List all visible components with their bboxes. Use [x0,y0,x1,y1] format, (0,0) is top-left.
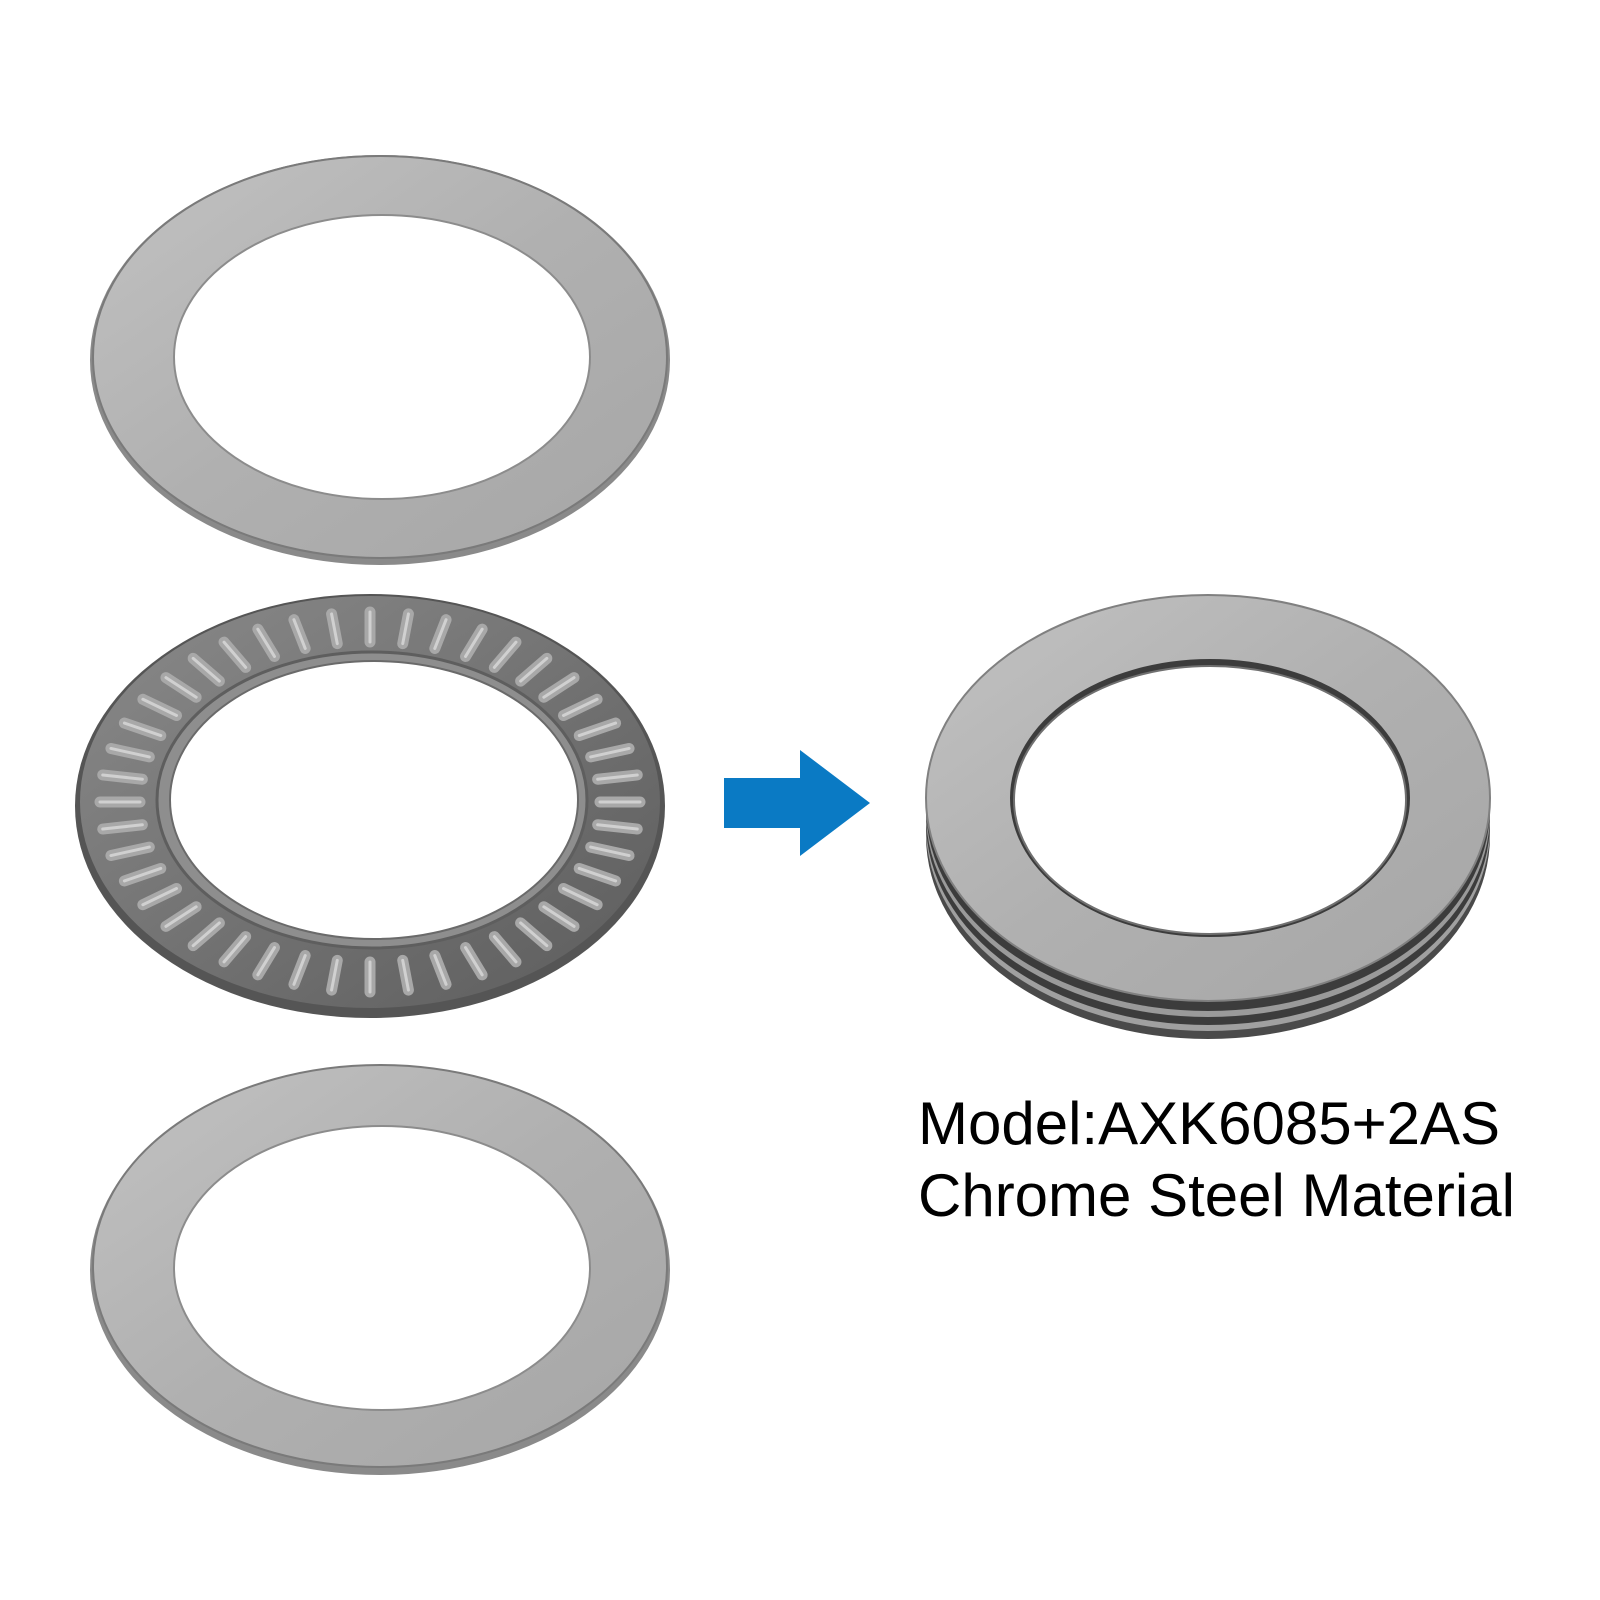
needle-roller-highlight [596,823,639,831]
needle-roller-highlight [589,845,631,858]
needle-roller-highlight [561,887,599,907]
needle-roller-highlight [101,773,144,781]
needle-roller-highlight [519,921,549,948]
material-label: Chrome Steel Material [918,1162,1515,1229]
needle-roller-cage [75,594,665,1018]
needle-roller-highlight [401,958,410,992]
needle-roller-highlight [330,958,339,992]
needle-roller-highlight [164,905,198,928]
needle-roller-highlight [141,697,179,717]
needle-roller-highlight [596,773,639,781]
needle-roller-highlight [464,627,484,658]
assembled-bearing [925,594,1491,1039]
needle-roller-highlight [292,618,307,650]
needle-roller-highlight [222,935,248,964]
needle-roller-highlight [492,935,518,964]
product-caption: Model:AXK6085+2AS Chrome Steel Material [918,1088,1578,1232]
needle-roller-highlight [330,612,339,646]
needle-roller-highlight [101,823,144,831]
needle-roller-highlight [561,697,599,717]
needle-roller-highlight [542,905,576,928]
needle-roller-highlight [589,746,631,759]
needle-roller-highlight [433,954,448,986]
roller-set [94,606,646,998]
arrow-right-icon [724,750,870,856]
needle-roller-highlight [256,946,276,977]
model-label: Model:AXK6085+2AS [918,1090,1501,1157]
needle-roller-highlight [401,612,410,646]
needle-roller-highlight [577,721,618,738]
needle-roller-highlight [141,887,179,907]
needle-roller-highlight [577,866,618,883]
needle-roller-highlight [542,676,576,699]
needle-roller-highlight [433,618,448,650]
bottom-washer [90,1064,670,1475]
needle-roller-highlight [191,921,221,948]
needle-roller-highlight [256,627,276,658]
needle-roller-highlight [292,954,307,986]
needle-roller-highlight [222,640,248,669]
needle-roller-highlight [122,866,163,883]
needle-roller-highlight [109,746,151,759]
needle-roller-highlight [464,946,484,977]
top-washer [90,155,670,565]
needle-roller-highlight [519,656,549,683]
needle-roller-highlight [164,676,198,699]
needle-roller-highlight [191,656,221,683]
needle-roller-highlight [122,721,163,738]
needle-roller-highlight [492,640,518,669]
needle-roller-highlight [109,845,151,858]
